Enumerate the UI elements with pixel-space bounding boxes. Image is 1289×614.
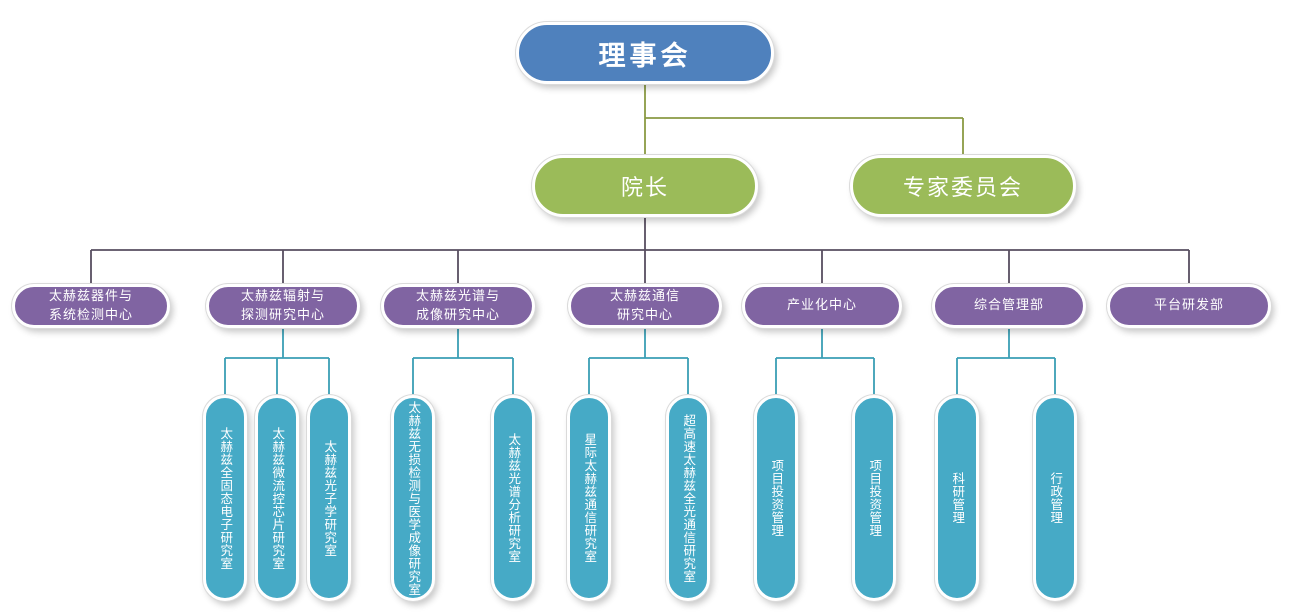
center-label-line1: 太赫兹器件与: [48, 288, 133, 304]
node-center-communication: 太赫兹通信 研究中心: [568, 284, 722, 328]
node-board: 理事会: [516, 22, 774, 84]
node-lab-solid-state-electronics: 太赫兹全固态电子研究室: [203, 395, 247, 601]
center-label-line2: 研究中心: [616, 308, 673, 323]
connector-spectroscopy-center-to-labs: [412, 328, 514, 396]
connector-board-to-level2: [644, 84, 964, 155]
connector-communication-center-to-labs: [588, 328, 689, 396]
center-label-line1: 综合管理部: [973, 298, 1044, 314]
connector-industrialization-center-to-units: [775, 328, 875, 396]
center-label-line1: 太赫兹通信: [609, 288, 680, 304]
node-unit-project-investment-1: 项目投资管理: [754, 395, 798, 601]
connector-president-to-centers: [90, 217, 1190, 284]
node-unit-project-investment-2: 项目投资管理: [852, 395, 896, 601]
node-lab-photonics: 太赫兹光子学研究室: [307, 395, 351, 601]
node-center-industrialization: 产业化中心: [742, 284, 902, 328]
node-unit-admin-management: 行政管理: [1033, 395, 1077, 601]
center-label-line1: 太赫兹辐射与: [240, 288, 325, 304]
center-label-line1: 产业化中心: [786, 298, 857, 314]
node-dept-general-management: 综合管理部: [932, 284, 1086, 328]
node-center-radiation: 太赫兹辐射与 探测研究中心: [206, 284, 360, 328]
node-lab-microfluidic-chip: 太赫兹微流控芯片研究室: [255, 395, 299, 601]
center-label-line2: 系统检测中心: [48, 308, 133, 323]
node-lab-interstellar-communication: 星际太赫兹通信研究室: [567, 395, 611, 601]
connector-general-management-to-units: [956, 328, 1056, 396]
node-dept-platform-rd: 平台研发部: [1107, 284, 1271, 328]
node-center-spectroscopy: 太赫兹光谱与 成像研究中心: [381, 284, 535, 328]
node-lab-ultrafast-optical-communication: 超高速太赫兹全光通信研究室: [666, 395, 710, 601]
center-label-line1: 平台研发部: [1153, 298, 1224, 314]
node-lab-ndt-medical-imaging: 太赫兹无损检测与医学成像研究室: [391, 395, 435, 601]
connector-radiation-center-to-labs: [224, 328, 330, 396]
center-label-line2: 探测研究中心: [240, 308, 325, 323]
node-lab-spectral-analysis: 太赫兹光谱分析研究室: [491, 395, 535, 601]
center-label-line1: 太赫兹光谱与: [415, 288, 500, 304]
node-expert-committee: 专家委员会: [850, 155, 1076, 217]
center-label-line2: 成像研究中心: [415, 308, 500, 323]
node-president: 院长: [532, 155, 758, 217]
node-unit-research-management: 科研管理: [935, 395, 979, 601]
node-center-device-detection: 太赫兹器件与 系统检测中心: [12, 284, 170, 328]
